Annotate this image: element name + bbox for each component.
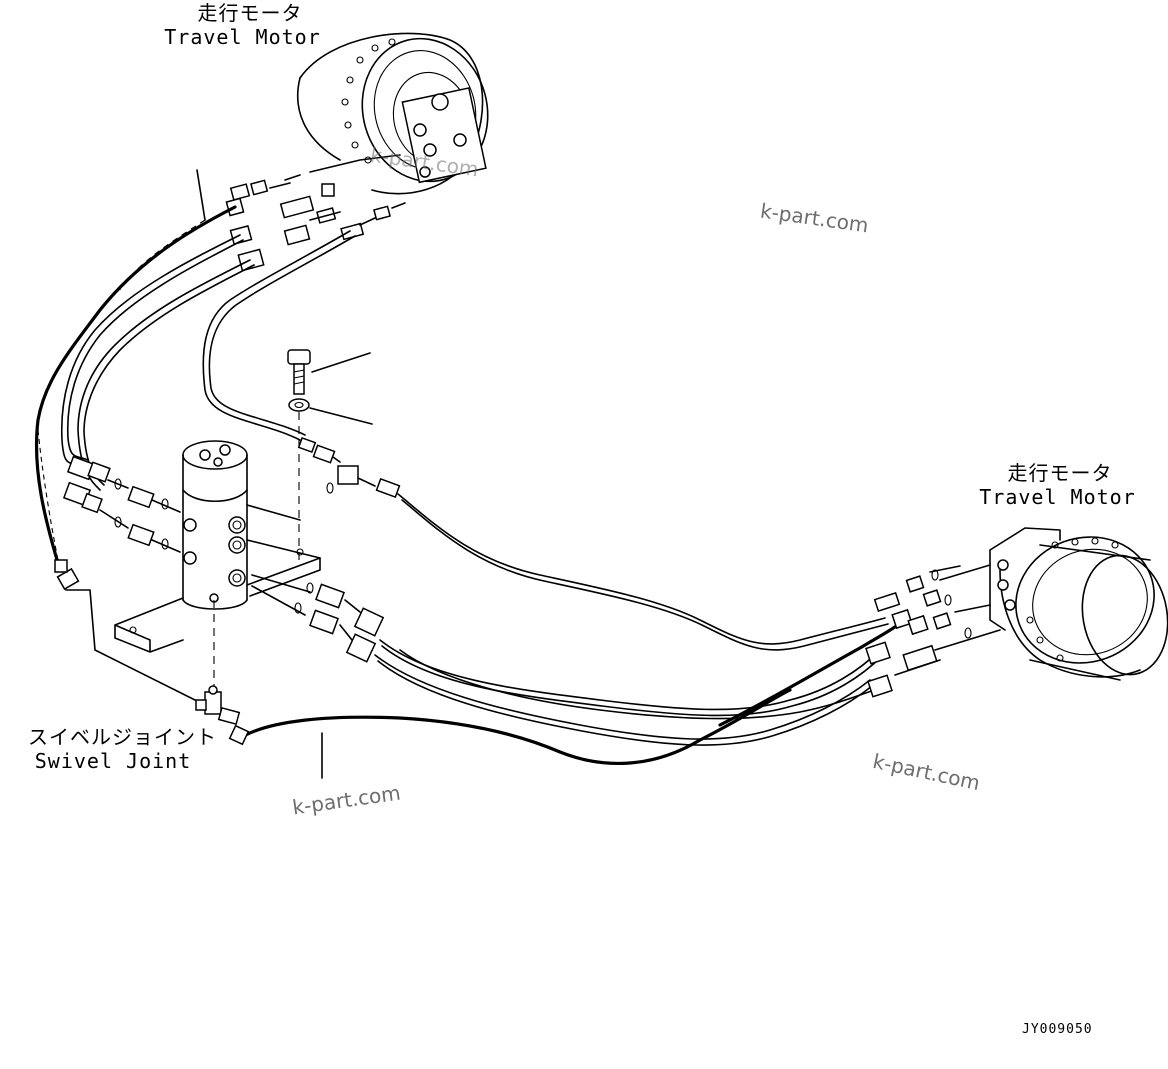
travel-motor-right xyxy=(989,527,1168,681)
travel-motor-right-label-jp: 走行モータ xyxy=(1007,461,1113,485)
swivel-base-plate xyxy=(114,504,321,653)
swivel-joint-label-en: Swivel Joint xyxy=(34,749,192,773)
right-fittings xyxy=(865,564,1001,698)
bottom-coiled-hose xyxy=(228,688,792,779)
travel-motor-right-label-en: Travel Motor xyxy=(979,485,1136,509)
travel-motor-top xyxy=(296,32,489,195)
bolt xyxy=(287,349,371,395)
travel-motor-top-label-en: Travel Motor xyxy=(164,25,321,49)
drain-hose-right xyxy=(397,493,886,645)
drain-hose-upper xyxy=(202,230,351,441)
swivel-right-fittings xyxy=(251,436,401,663)
main-hose-bundle xyxy=(374,618,907,746)
leader-to-tee xyxy=(65,589,196,701)
leader-hose-top xyxy=(196,169,206,221)
swivel-left-fittings xyxy=(62,455,181,553)
drain-hose-right-2 xyxy=(401,499,889,651)
washer xyxy=(288,398,373,425)
drawing-code: JY009050 xyxy=(1022,1022,1093,1037)
top-fittings xyxy=(225,154,406,272)
travel-motor-top-label-jp: 走行モータ xyxy=(197,1,303,25)
swivel-joint-label-jp: スイベルジョイント xyxy=(28,725,217,749)
swivel-joint-body xyxy=(182,440,248,610)
drain-hose-upper-2 xyxy=(208,235,356,436)
tee-fitting xyxy=(195,685,241,726)
